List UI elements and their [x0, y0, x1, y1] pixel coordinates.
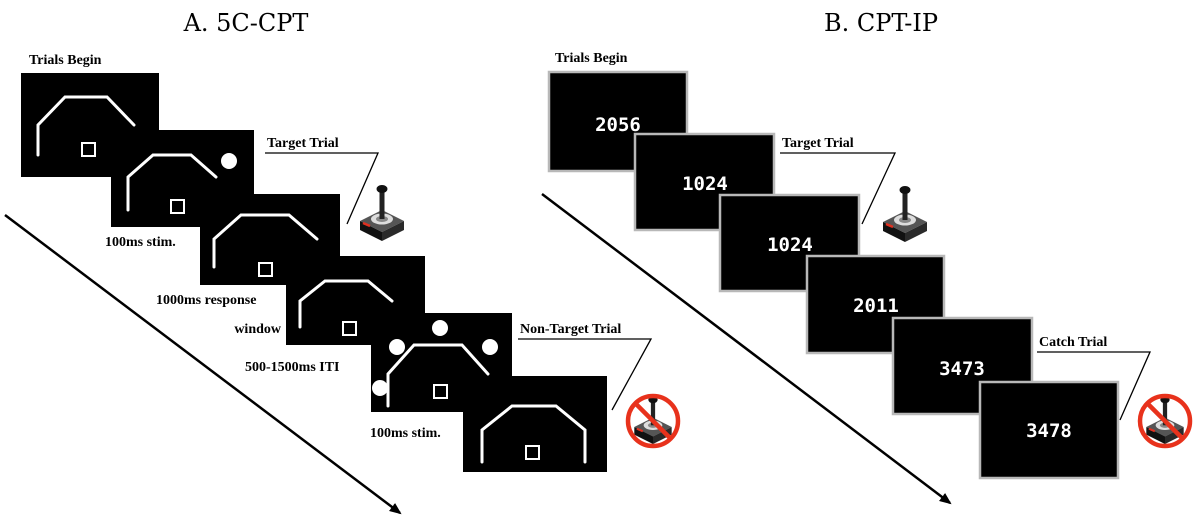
panel-b-number-5: 3473 — [939, 358, 985, 380]
panel-b-title: B. CPT-IP — [824, 9, 938, 37]
panel-b-target-pointer — [780, 152, 897, 225]
panel-b-number-3: 1024 — [767, 234, 813, 256]
panel-b-target-trial: Target Trial — [782, 136, 854, 151]
joystick-icon — [881, 184, 929, 244]
panel-a-trials-begin: Trials Begin — [29, 53, 102, 68]
panel-a-title: A. 5C-CPT — [183, 9, 309, 37]
panel-a-target-pointer — [265, 152, 379, 225]
prohibited-joystick-icon — [625, 393, 681, 449]
panel-b-number-1: 2056 — [595, 114, 641, 136]
panel-a-time-arrow — [4, 214, 402, 515]
panel-a-stim-label-2: 100ms stim. — [370, 426, 441, 441]
panel-b-number-6: 3478 — [1026, 420, 1072, 442]
panel-b-number-4: 2011 — [853, 295, 899, 317]
prohibited-joystick-icon — [1137, 393, 1193, 449]
panel-a-response-label-line1: 1000ms response — [156, 293, 256, 308]
panel-a-non-target-trial: Non-Target Trial — [520, 322, 621, 337]
panel-b-number-2: 1024 — [682, 173, 728, 195]
panel-a-target-trial: Target Trial — [267, 136, 339, 151]
panel-b-trials-begin: Trials Begin — [555, 51, 628, 66]
panel-b-time-arrow — [541, 193, 952, 505]
panel-a-non-target-pointer — [518, 338, 653, 411]
panel-a-screen-6 — [463, 376, 607, 472]
panel-b-catch-trial: Catch Trial — [1039, 335, 1107, 350]
panel-a-stim-label-1: 100ms stim. — [105, 235, 176, 250]
panel-a-response-label-line2: window — [234, 322, 282, 337]
joystick-icon — [358, 183, 406, 243]
panel-b-screen-1: 2056 — [547, 70, 689, 173]
panel-a-iti-label: 500-1500ms ITI — [245, 360, 340, 375]
panel-b-catch-pointer — [1037, 351, 1151, 421]
panel-b-screen-6: 3478 — [978, 380, 1120, 480]
